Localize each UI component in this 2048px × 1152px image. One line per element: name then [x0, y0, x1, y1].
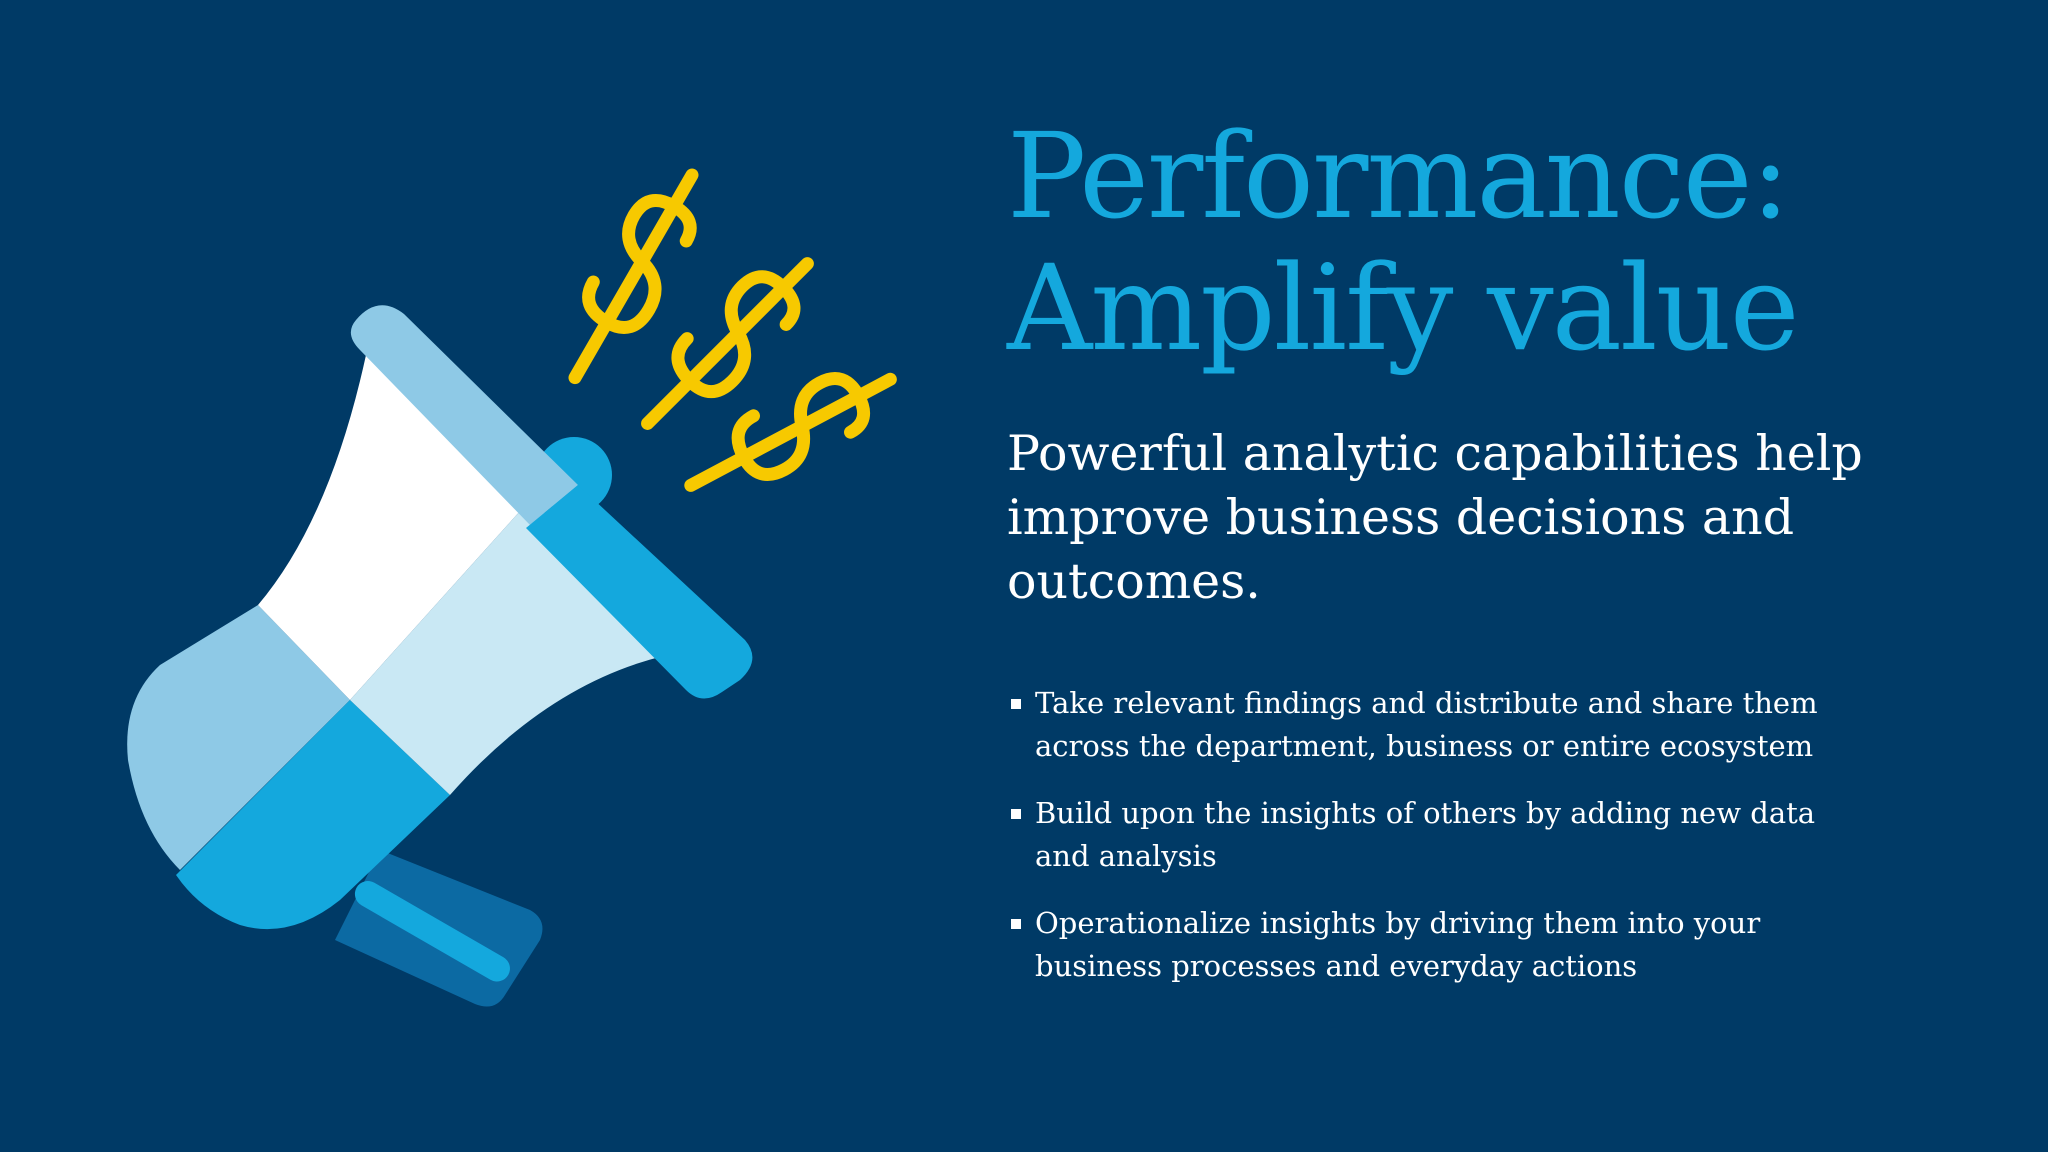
dollar-sign-icon	[684, 372, 897, 492]
bullet-text: Build upon the insights of others by add…	[1035, 796, 1816, 873]
bullet-text: Operationalize insights by driving them …	[1035, 906, 1761, 983]
title-line-1: Performance:	[1007, 107, 1790, 245]
dollar-sign-icon	[568, 168, 699, 385]
bullet-marker-icon	[1011, 809, 1021, 819]
megaphone-rim	[350, 305, 753, 699]
page-title: Performance: Amplify value	[1007, 110, 1967, 374]
bullet-marker-icon	[1011, 699, 1021, 709]
bullet-item: Operationalize insights by driving them …	[1007, 902, 1867, 988]
bullet-marker-icon	[1011, 919, 1021, 929]
bullet-item: Take relevant findings and distribute an…	[1007, 682, 1867, 768]
megaphone-grip	[127, 605, 450, 930]
bullet-item: Build upon the insights of others by add…	[1007, 792, 1867, 878]
dollar-sign-icon	[641, 257, 814, 430]
title-line-2: Amplify value	[1007, 239, 1800, 377]
content-panel: Performance: Amplify value Powerful anal…	[1007, 110, 1967, 1012]
subtitle: Powerful analytic capabilities help impr…	[1007, 425, 1863, 610]
megaphone-handle	[335, 850, 543, 1007]
bullet-text: Take relevant findings and distribute an…	[1035, 686, 1818, 763]
megaphone-illustration	[127, 168, 897, 1007]
bullet-list: Take relevant findings and distribute an…	[1007, 682, 1867, 988]
